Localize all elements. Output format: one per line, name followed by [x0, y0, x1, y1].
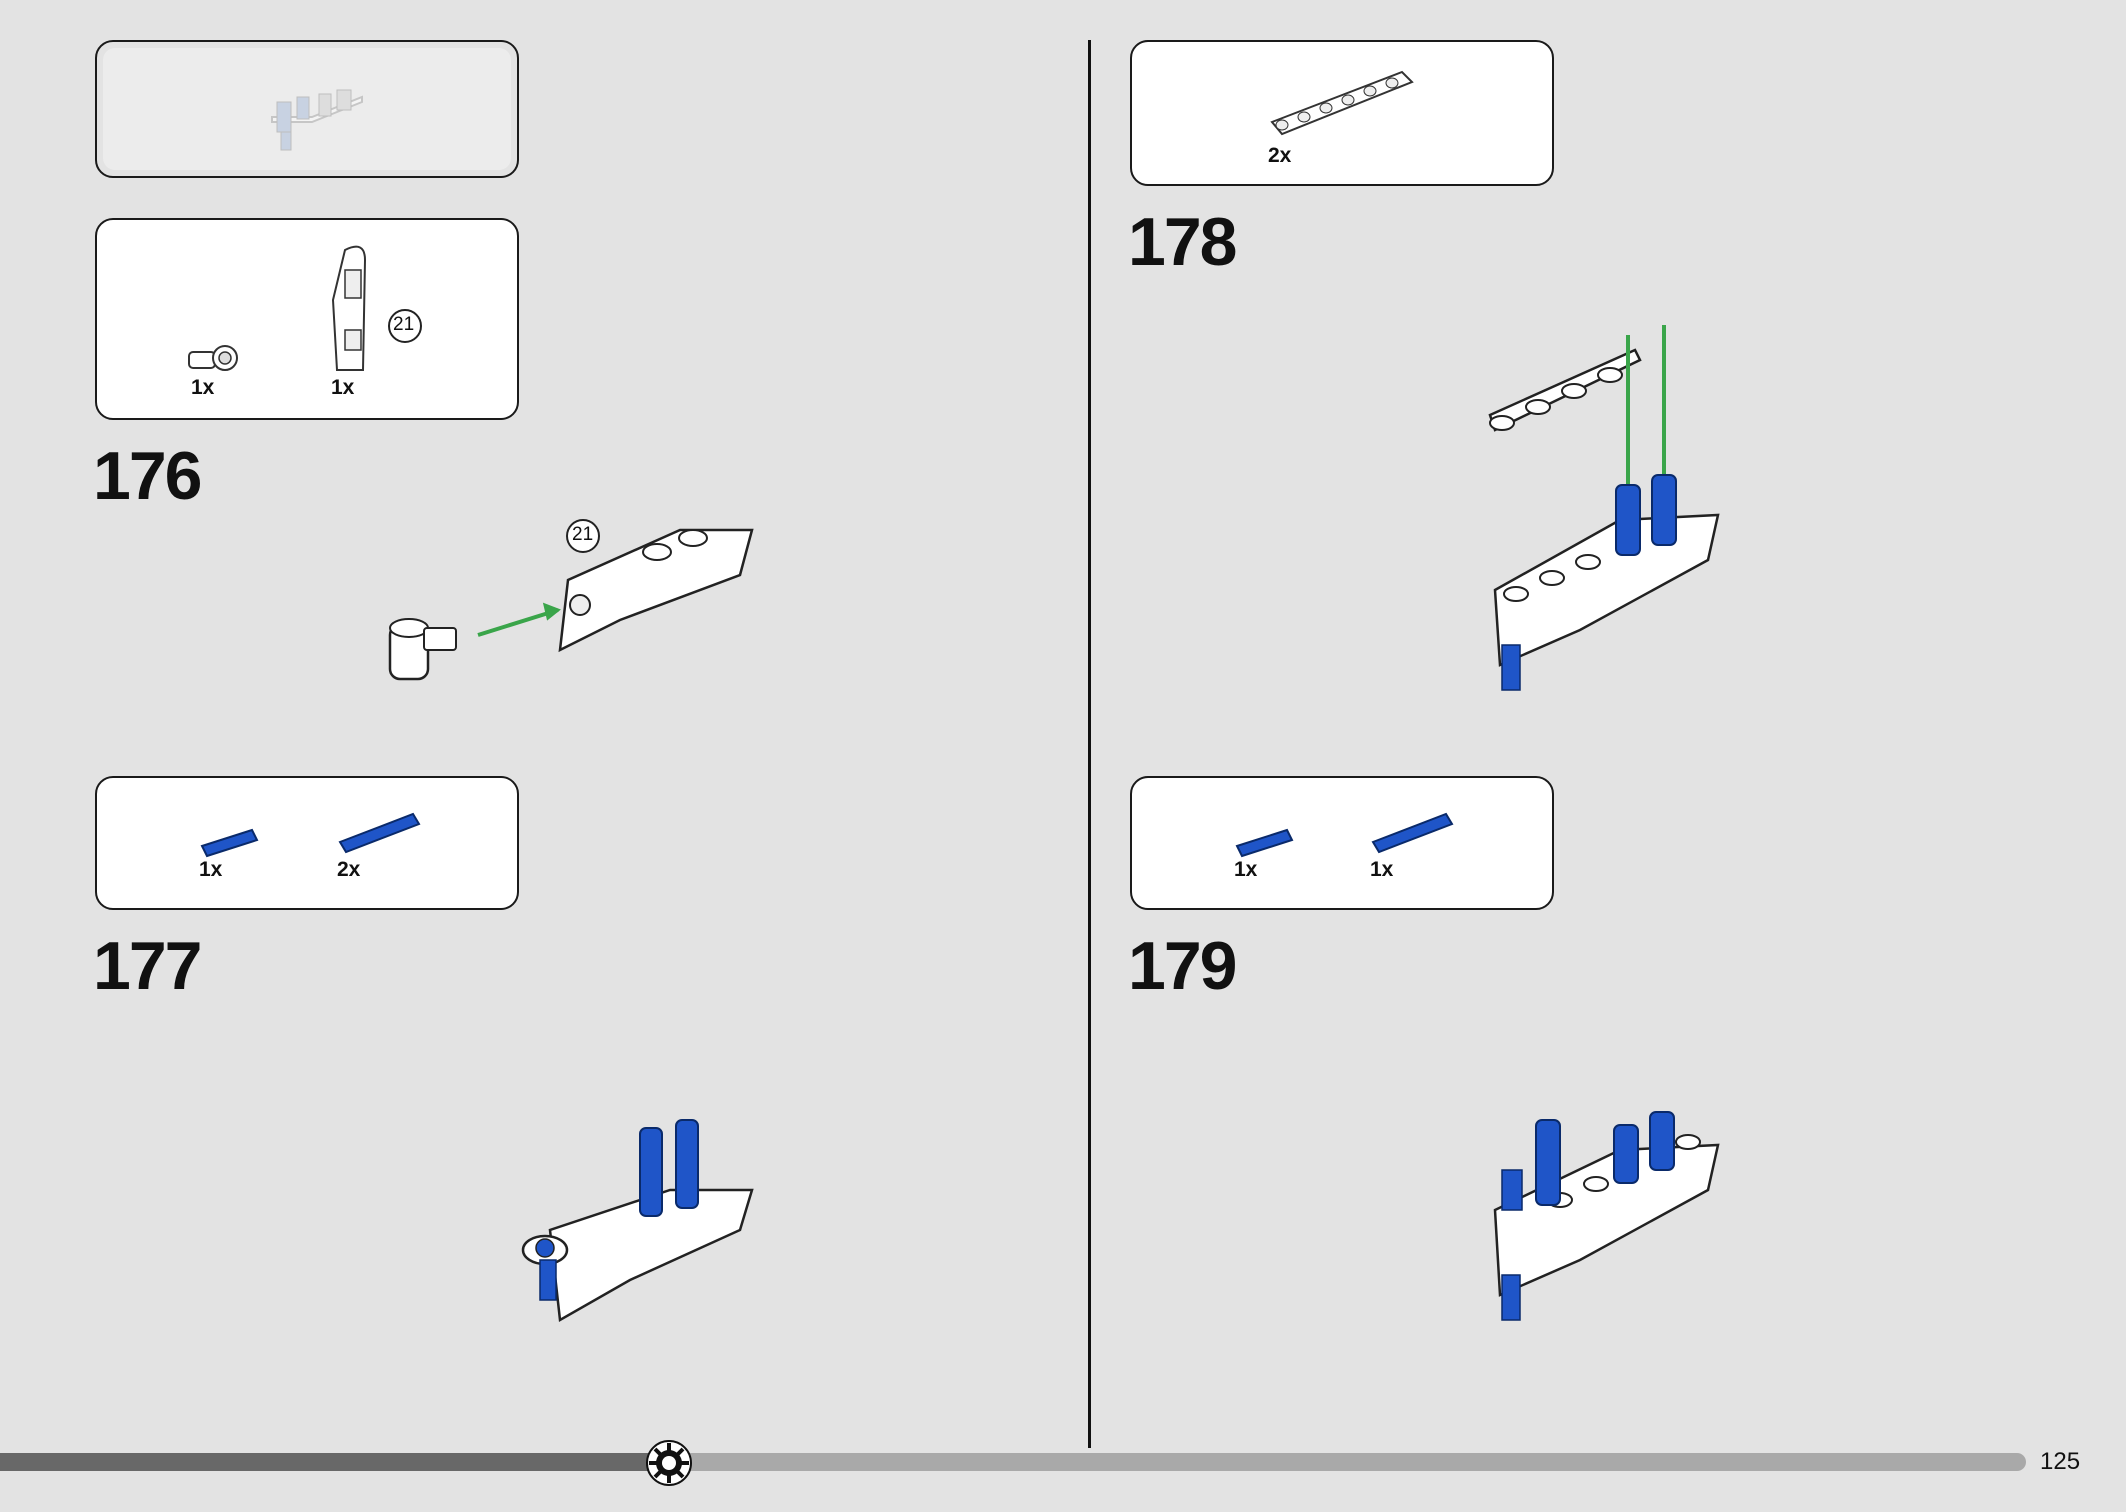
- submodel-preview-image: [271, 89, 363, 151]
- callout-circle-icon: [388, 309, 422, 343]
- parts-list-step-177: 1x 2x: [95, 776, 519, 910]
- part-qty: 2x: [337, 858, 361, 881]
- long-pin-part-image: [1371, 812, 1454, 854]
- progress-bar-fill: [0, 1453, 669, 1471]
- step-number: 178: [1128, 204, 1237, 280]
- callout-circle-icon: [566, 519, 600, 553]
- long-pin-part-image: [338, 812, 421, 854]
- step-179-illustration: [1493, 1111, 1720, 1321]
- callout-number: 21: [572, 524, 594, 545]
- step-178-illustration: [1488, 325, 1720, 691]
- step-177-illustration: [521, 1119, 754, 1323]
- parts-list-step-179: 1x 1x: [1130, 776, 1554, 910]
- step-number: 177: [93, 928, 202, 1004]
- pin-part-image: [1235, 828, 1294, 858]
- step-number: 176: [93, 438, 202, 514]
- part-qty: 1x: [199, 858, 223, 881]
- callout-number: 21: [393, 314, 415, 335]
- pin-part-image: [200, 828, 259, 858]
- part-qty: 1x: [331, 376, 355, 399]
- part-qty: 1x: [1234, 858, 1258, 881]
- page-number: 125: [2040, 1448, 2081, 1475]
- parts-list-step-178: 2x: [1130, 40, 1554, 186]
- part-qty: 2x: [1268, 144, 1292, 167]
- progress-bar: [0, 1453, 2026, 1471]
- connector-part-image: [188, 345, 238, 371]
- gear-icon: [645, 1440, 692, 1486]
- parts-list-step-176: 1x 21 1x: [95, 218, 519, 420]
- beam-part-image: [1270, 70, 1414, 136]
- part-qty: 1x: [1370, 858, 1394, 881]
- step-176-illustration: [388, 528, 754, 681]
- part-qty: 1x: [191, 376, 215, 399]
- step-number: 179: [1128, 928, 1237, 1004]
- page-divider: [1088, 40, 1091, 1448]
- panel-part-image: [331, 245, 367, 371]
- submodel-preview-panel: [95, 40, 519, 178]
